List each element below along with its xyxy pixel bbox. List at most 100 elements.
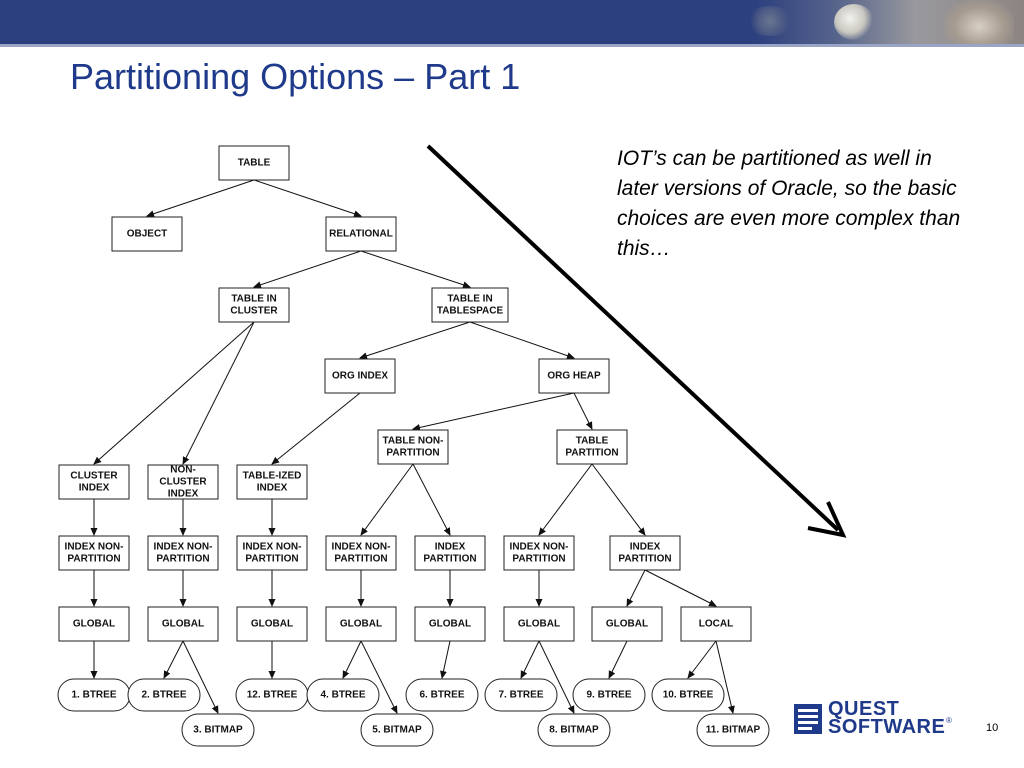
edge-global-4-to-leaf-6 <box>360 640 398 714</box>
node-leaf-3: 3. BITMAP <box>181 713 255 747</box>
edge-table-non-partition-to-index-partition-1 <box>412 463 451 536</box>
node-leaf-6: 5. BITMAP <box>360 713 434 747</box>
node-label: GLOBAL <box>73 619 115 630</box>
node-leaf-4: 12. BTREE <box>235 678 309 712</box>
leaf-oval <box>537 713 611 747</box>
node-box <box>325 606 397 642</box>
node-index-non-partition-2: INDEX NON-PARTITION <box>147 535 219 571</box>
node-table-non-partition: TABLE NON-PARTITION <box>377 429 449 465</box>
node-label: INDEX <box>168 489 199 500</box>
node-global-7: GLOBAL <box>591 606 663 642</box>
node-label: CLUSTER <box>70 471 118 482</box>
logo-wordmark: QUEST SOFTWARE <box>828 698 945 737</box>
page-number: 10 <box>986 722 999 734</box>
node-label: LOCAL <box>699 619 733 630</box>
node-box <box>111 216 183 252</box>
node-box <box>680 606 752 642</box>
node-org-index: ORG INDEX <box>324 358 396 394</box>
header-divider <box>0 44 1024 47</box>
edge-table-in-tablespace-to-org-index <box>359 321 471 360</box>
node-box <box>325 535 397 571</box>
node-label: RELATIONAL <box>329 229 393 240</box>
node-box <box>58 606 130 642</box>
edge-index-partition-2-to-local <box>644 569 717 607</box>
node-index-non-partition-4: INDEX NON-PARTITION <box>325 535 397 571</box>
node-label: GLOBAL <box>340 619 382 630</box>
light-bulb-image <box>834 4 874 40</box>
node-label: PARTITION <box>512 554 565 565</box>
node-global-3: GLOBAL <box>236 606 308 642</box>
node-leaf-11: 10. BTREE <box>651 678 725 712</box>
node-leaf-9: 8. BITMAP <box>537 713 611 747</box>
node-leaf-5: 4. BTREE <box>306 678 380 712</box>
node-label: INDEX NON- <box>154 542 213 553</box>
node-box <box>147 464 219 500</box>
node-label: NON- <box>170 465 196 476</box>
node-label: 12. BTREE <box>247 690 298 701</box>
leaf-oval <box>405 678 479 712</box>
header-banner <box>0 0 1024 44</box>
edge-local-to-leaf-11 <box>687 640 717 679</box>
edge-table-non-partition-to-index-non-partition-4 <box>360 463 414 536</box>
node-box <box>58 535 130 571</box>
edge-global-2-to-leaf-2 <box>163 640 184 679</box>
node-label: TABLE <box>576 436 609 447</box>
leaf-oval <box>360 713 434 747</box>
node-leaf-10: 9. BTREE <box>572 678 646 712</box>
quest-logo-mark <box>794 704 822 734</box>
node-label: CLUSTER <box>230 306 278 317</box>
node-label: PARTITION <box>565 448 618 459</box>
edge-relational-to-table-in-tablespace <box>360 250 471 289</box>
node-label: 6. BTREE <box>419 690 464 701</box>
edge-global-5-to-leaf-7 <box>440 640 451 679</box>
node-label: 4. BTREE <box>320 690 365 701</box>
leaf-oval <box>181 713 255 747</box>
node-label: INDEX <box>630 542 661 553</box>
node-leaf-2: 2. BTREE <box>127 678 201 712</box>
diagonal-arrowhead <box>807 501 847 538</box>
leaf-oval <box>127 678 201 712</box>
node-label: GLOBAL <box>251 619 293 630</box>
node-box <box>236 464 308 500</box>
node-box <box>431 287 509 323</box>
node-label: 2. BTREE <box>141 690 186 701</box>
leaf-oval <box>306 678 380 712</box>
node-box <box>58 464 130 500</box>
edge-table-in-cluster-to-cluster-index <box>93 321 255 465</box>
edge-index-partition-2-to-global-7 <box>626 569 646 607</box>
node-label: GLOBAL <box>518 619 560 630</box>
node-box <box>538 358 610 394</box>
node-label: PARTITION <box>386 448 439 459</box>
registered-mark: ® <box>946 716 952 725</box>
node-box <box>414 535 486 571</box>
node-label: 8. BITMAP <box>549 725 599 736</box>
node-box <box>503 606 575 642</box>
node-label: TABLE-IZED <box>243 471 302 482</box>
leaf-oval <box>484 678 558 712</box>
node-box <box>218 287 290 323</box>
node-box <box>218 145 290 181</box>
node-label: INDEX NON- <box>332 542 391 553</box>
node-label: PARTITION <box>67 554 120 565</box>
node-box <box>236 606 308 642</box>
node-global-6: GLOBAL <box>503 606 575 642</box>
edge-org-index-to-table-ized-index <box>271 392 361 465</box>
leaf-oval <box>651 678 725 712</box>
node-label: INDEX NON- <box>65 542 124 553</box>
node-label: 10. BTREE <box>663 690 714 701</box>
node-label: INDEX NON- <box>510 542 569 553</box>
slide-note: IOT’s can be partitioned as well in late… <box>617 147 961 260</box>
leaf-oval <box>572 678 646 712</box>
edge-table-partition-to-index-non-partition-5 <box>538 463 593 536</box>
node-label: 5. BITMAP <box>372 725 422 736</box>
edge-global-4-to-leaf-5 <box>342 640 362 679</box>
edge-relational-to-table-in-cluster <box>253 250 362 289</box>
node-label: ORG INDEX <box>332 371 388 382</box>
logo-line-1: QUEST <box>828 698 900 720</box>
node-global-4: GLOBAL <box>325 606 397 642</box>
